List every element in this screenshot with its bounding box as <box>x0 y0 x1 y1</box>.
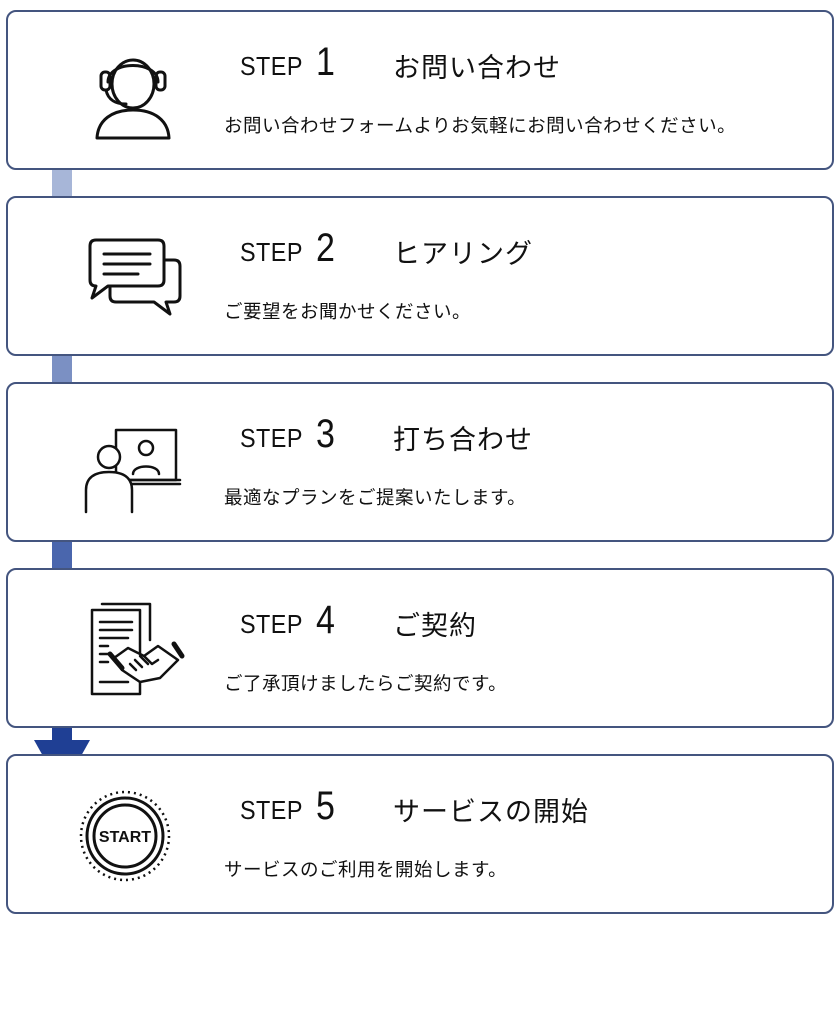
step-label: STEP <box>240 237 303 267</box>
step-description: ご了承頂けましたらご契約です。 <box>224 674 508 695</box>
flow-connector-3-4 <box>52 542 72 570</box>
step-number: 3 <box>315 412 335 456</box>
step-card-4: STEP 4 ご契約 ご了承頂けましたらご契約です。 <box>6 568 834 728</box>
step-card-3: STEP 3 打ち合わせ 最適なプランをご提案いたします。 <box>6 382 834 542</box>
chat-bubbles-icon <box>78 228 188 328</box>
step-card-5: START STEP 5 サービスの開始 サービスのご利用を開始します。 <box>6 754 834 914</box>
step-heading: STEP 4 <box>240 598 338 648</box>
step-title: お問い合わせ <box>393 53 561 84</box>
step-title: ご契約 <box>393 611 477 642</box>
step-heading: STEP 2 <box>240 226 338 276</box>
headset-operator-icon <box>78 42 188 142</box>
flow-connector-1-2 <box>52 170 72 198</box>
start-badge-text: START <box>99 829 151 846</box>
step-label: STEP <box>240 51 303 81</box>
step-number: 2 <box>315 226 335 270</box>
start-button-icon: START <box>70 786 180 886</box>
step-heading: STEP 5 <box>240 784 338 834</box>
step-card-2: STEP 2 ヒアリング ご要望をお聞かせください。 <box>6 196 834 356</box>
step-label: STEP <box>240 609 303 639</box>
step-description: お問い合わせフォームよりお気軽にお問い合わせください。 <box>224 116 737 137</box>
step-description: 最適なプランをご提案いたします。 <box>224 488 527 509</box>
step-title: サービスの開始 <box>393 797 589 828</box>
step-number: 4 <box>315 598 335 642</box>
step-number: 5 <box>315 784 335 828</box>
step-label: STEP <box>240 423 303 453</box>
step-heading: STEP 3 <box>240 412 338 462</box>
video-meeting-icon <box>78 414 188 514</box>
contract-handshake-icon <box>78 600 188 700</box>
step-title: 打ち合わせ <box>393 425 533 456</box>
step-heading: STEP 1 <box>240 40 338 90</box>
flow-connector-4-5 <box>52 728 72 742</box>
step-description: サービスのご利用を開始します。 <box>224 860 508 881</box>
step-label: STEP <box>240 795 303 825</box>
step-title: ヒアリング <box>393 239 533 270</box>
step-number: 1 <box>315 40 335 84</box>
step-card-1: STEP 1 お問い合わせ お問い合わせフォームよりお気軽にお問い合わせください… <box>6 10 834 170</box>
step-description: ご要望をお聞かせください。 <box>224 302 472 323</box>
flow-connector-2-3 <box>52 356 72 384</box>
